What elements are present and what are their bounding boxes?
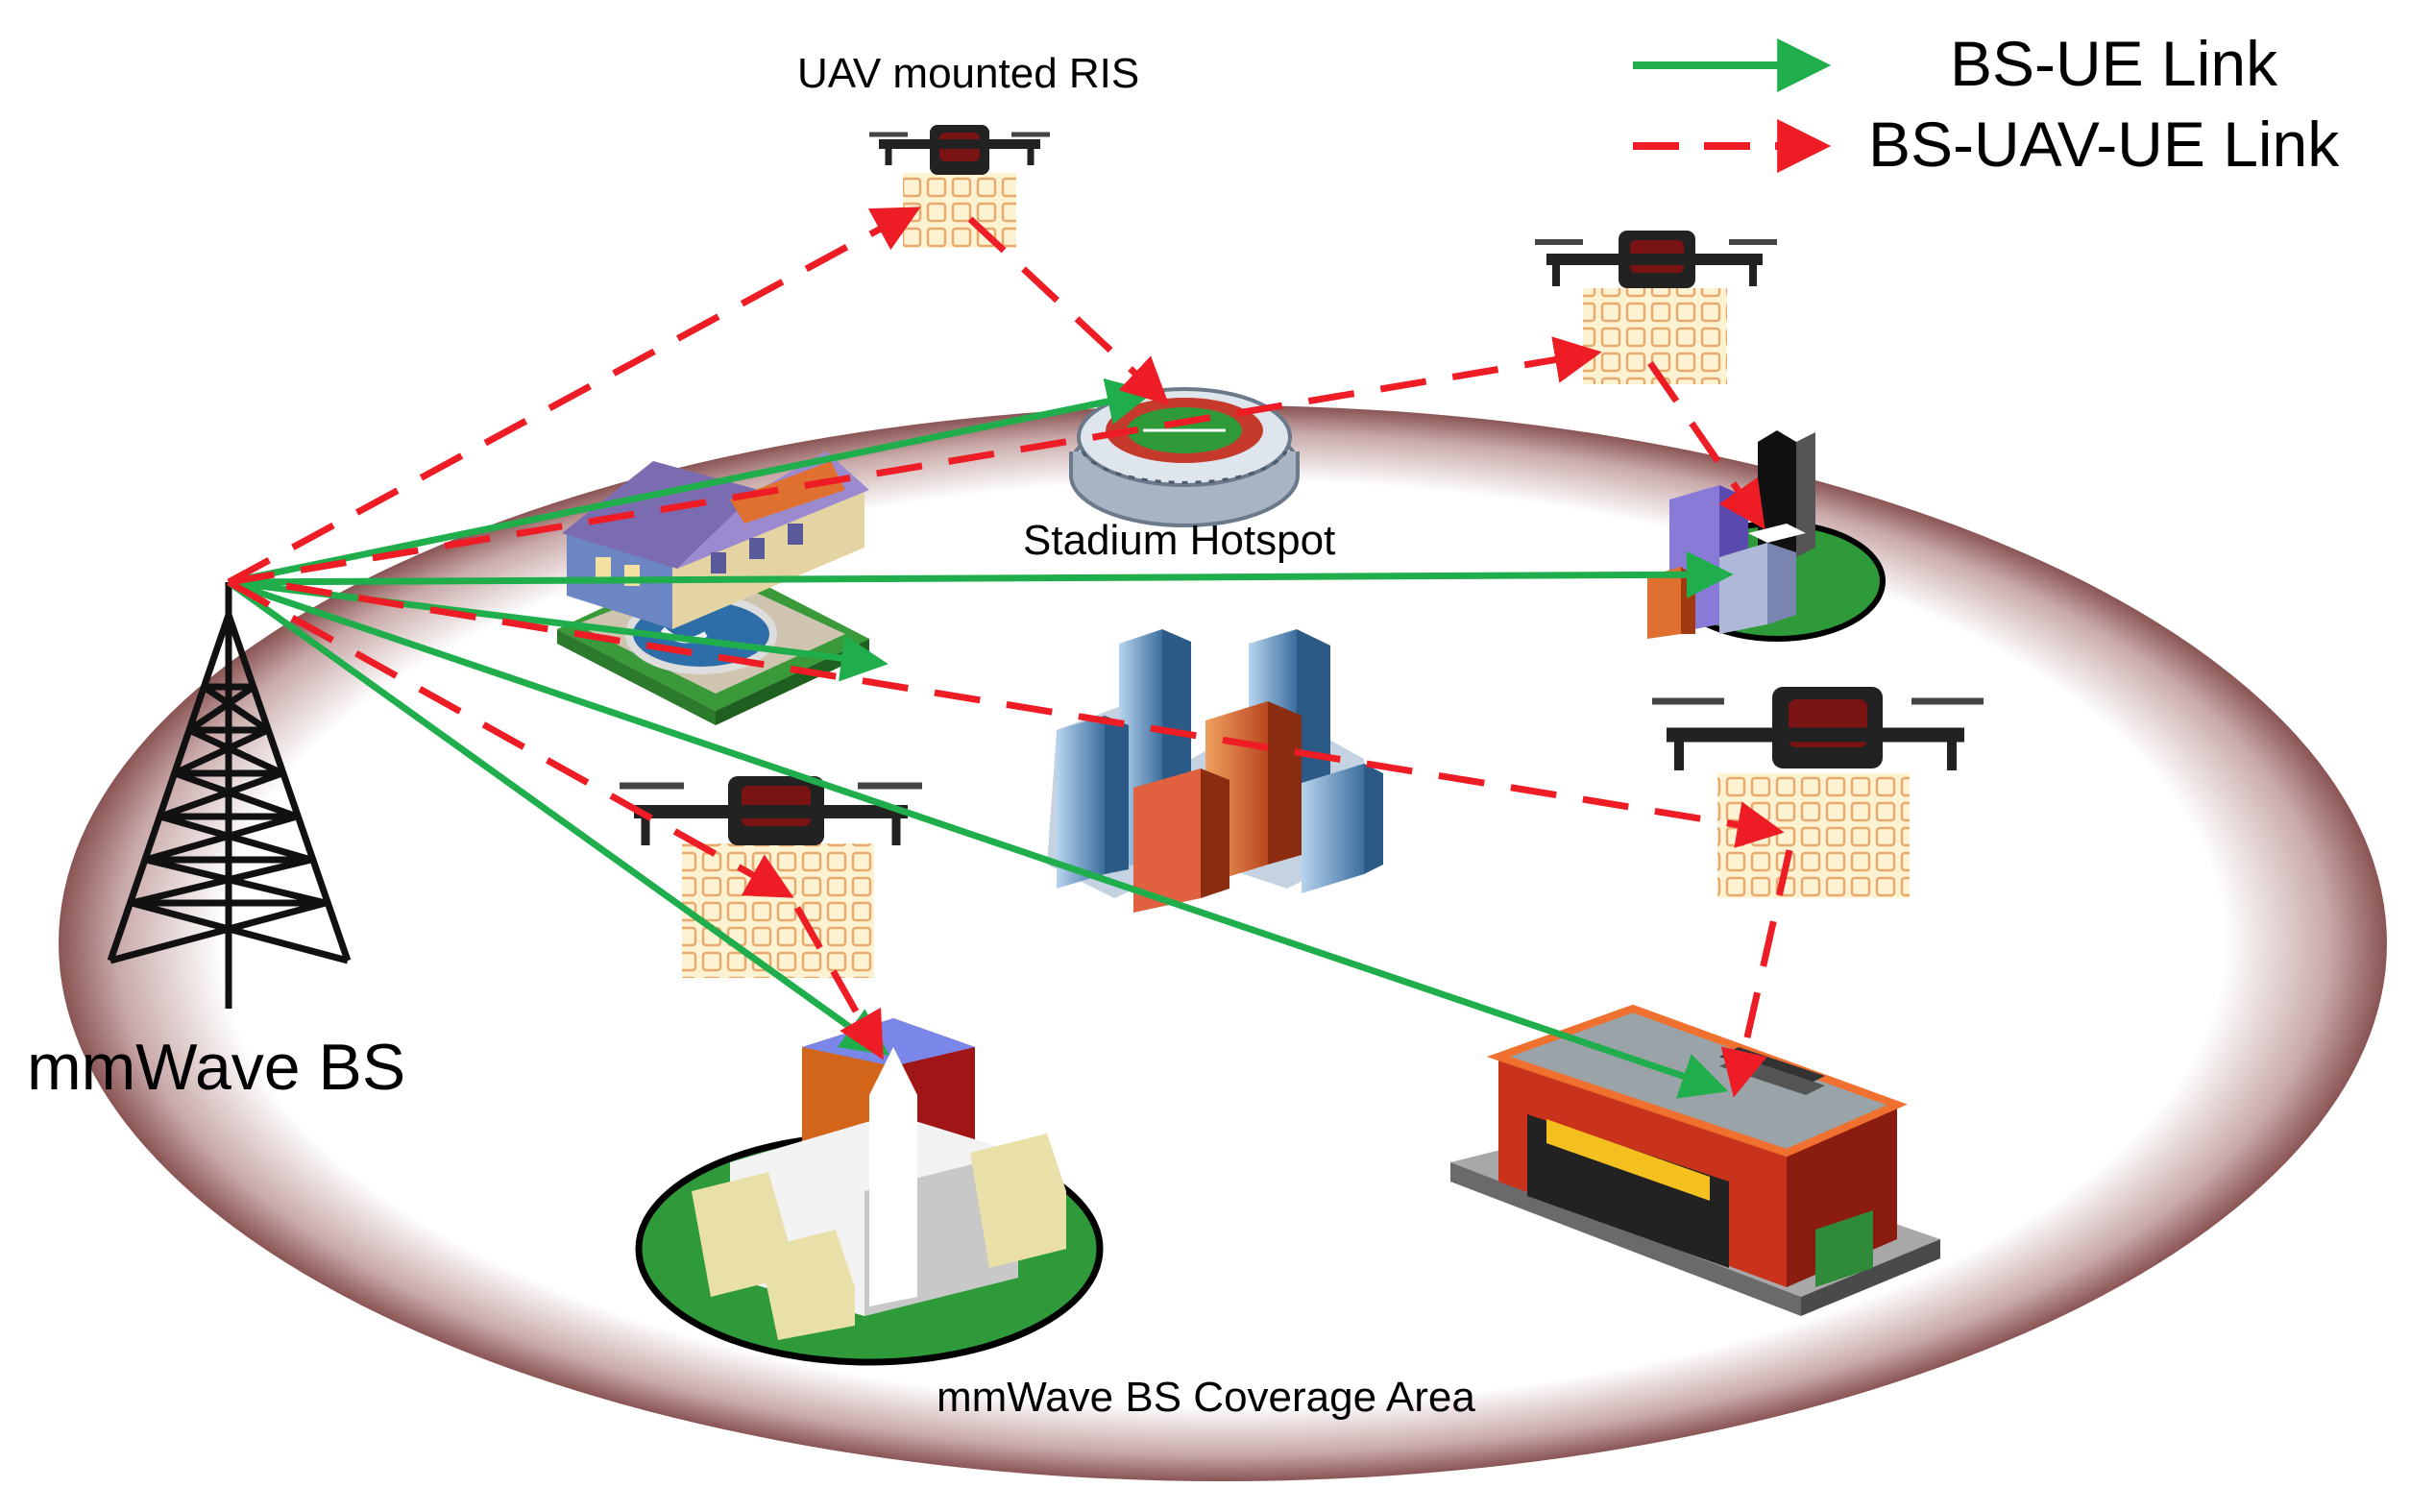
bs-uav-link-left (227, 578, 794, 898)
uav-ris-top (869, 125, 1050, 248)
uav-ris-right (1652, 687, 1984, 898)
ris-panel-icon (903, 173, 1016, 248)
bs-uav-link-top (227, 207, 921, 586)
store-icon (1450, 1004, 1940, 1316)
bs-label: mmWave BS (27, 1031, 406, 1104)
drone-icon (1535, 231, 1777, 288)
bs-ue-link-house (228, 578, 889, 682)
drone-icon (869, 125, 1050, 175)
legend (1633, 38, 1832, 173)
bs-ue-links (226, 378, 1734, 1099)
ris-panel-icon (682, 843, 874, 978)
drone-icon (620, 776, 922, 845)
legend-bs-ue-label: BS-UE Link (1950, 28, 2278, 99)
coverage-area-label: mmWave BS Coverage Area (937, 1374, 1475, 1421)
bs-uav-link-top-right (228, 336, 1602, 586)
bs-ue-link-stadium (228, 378, 1155, 586)
uav-ue-link-church (793, 906, 884, 1061)
bs-ue-link-office (228, 550, 1734, 598)
church-icon (635, 1018, 1104, 1366)
bs-uav-ue-links (227, 207, 1793, 1098)
bs-ue-link-store (227, 578, 1729, 1099)
coverage-area (59, 405, 2387, 1481)
ris-panel-icon (1717, 773, 1910, 898)
uav-label: UAV mounted RIS (797, 50, 1140, 97)
city-buildings-icon (1047, 629, 1383, 913)
stadium-label: Stadium Hotspot (1023, 517, 1336, 564)
legend-bs-uav-ue-label: BS-UAV-UE Link (1868, 109, 2340, 180)
uav-ris-top-right (1535, 231, 1777, 384)
uav-ue-link-store (1720, 849, 1793, 1098)
cell-tower-icon (107, 582, 352, 1009)
bs-ue-link-church (226, 579, 889, 1056)
drone-icon (1652, 687, 1984, 770)
uav-ue-link-office (1647, 361, 1765, 530)
bs-uav-link-right (285, 582, 1785, 848)
uav-ue-link-stadium (967, 216, 1170, 405)
